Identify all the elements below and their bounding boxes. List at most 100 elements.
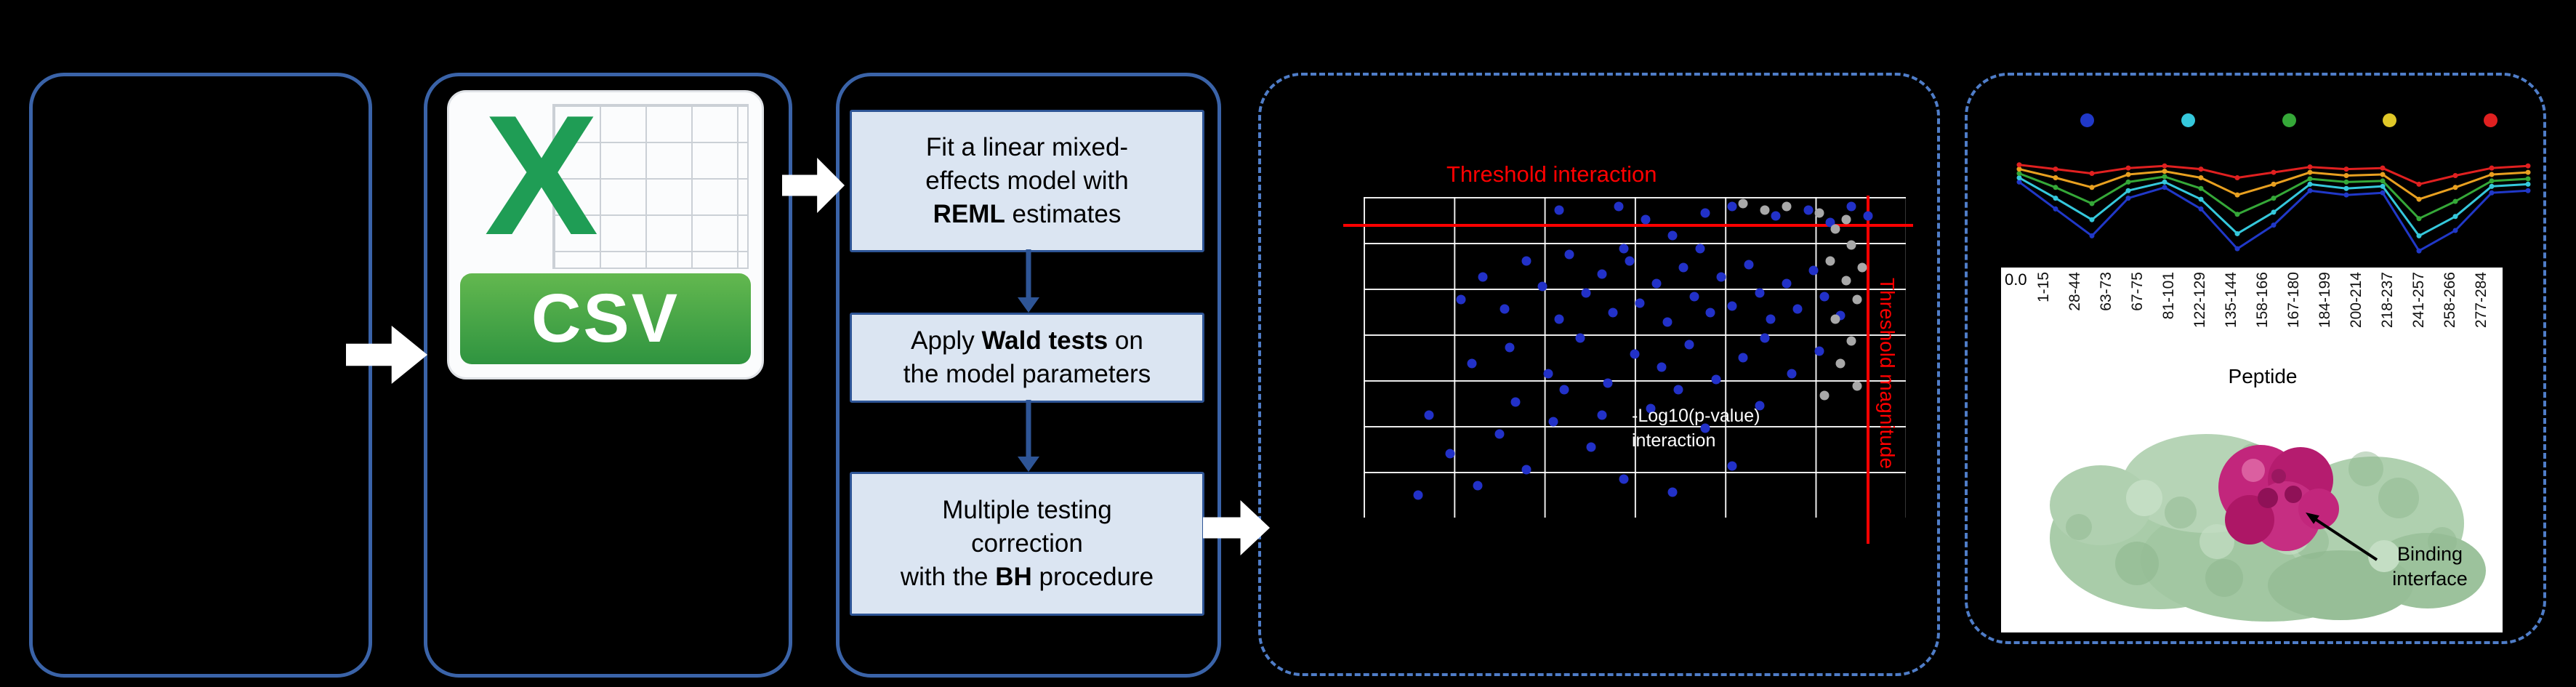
scatter-point-significant-peptides: [1521, 465, 1531, 475]
peptide-tick-label: 277-284: [2473, 272, 2490, 329]
uptake-point: [2162, 169, 2168, 174]
threshold-line-vertical: [1867, 196, 1870, 544]
scatter-point-significant-peptides: [1478, 272, 1488, 282]
scatter-point-significant-peptides: [1755, 288, 1765, 298]
input-panel: [29, 73, 372, 678]
scatter-point-significant-peptides: [1614, 201, 1624, 212]
scatter-point-significant-peptides: [1456, 294, 1466, 305]
uptake-point: [2307, 188, 2313, 193]
scatter-point-significant-peptides: [1424, 410, 1434, 420]
binding-interface-region: [2218, 445, 2339, 551]
arrow-head: [1018, 297, 1039, 313]
uptake-point: [2452, 228, 2458, 233]
scatter-point-non-significant-peptides: [1852, 294, 1862, 305]
scatter-point-significant-peptides: [1505, 342, 1515, 353]
uptake-point: [2343, 166, 2349, 172]
scatter-point-non-significant-peptides: [1841, 214, 1851, 225]
threshold-line-horizontal: [1343, 224, 1913, 228]
uptake-point: [2016, 171, 2022, 177]
uptake-point: [2162, 163, 2168, 169]
scatter-inner-label-line: -Log10(p-value): [1632, 406, 1760, 426]
scatter-point-significant-peptides: [1554, 314, 1564, 324]
timepoint-legend: [2080, 113, 2497, 127]
uptake-point: [2416, 196, 2422, 202]
uptake-point: [2307, 176, 2313, 182]
peptide-tick-label: 1-15: [2034, 272, 2052, 303]
step-text-line: the model parameters: [903, 360, 1151, 388]
scatter-point-significant-peptides: [1564, 249, 1574, 260]
scatter-point-significant-peptides: [1548, 417, 1558, 427]
uptake-point: [2380, 178, 2386, 184]
step-text-line: REML estimates: [933, 200, 1122, 229]
binding-interface-arrow: [2314, 518, 2378, 561]
scatter-point-significant-peptides: [1625, 256, 1635, 266]
scatter-point-significant-peptides: [1792, 304, 1803, 314]
scatter-point-significant-peptides: [1667, 487, 1678, 497]
scatter-point-significant-peptides: [1744, 260, 1754, 270]
caption-line: Binding: [2396, 543, 2463, 565]
scatter-point-non-significant-peptides: [1835, 358, 1846, 369]
peptide-tick-label: 167-180: [2285, 272, 2303, 329]
peptide-tick-label: 200-214: [2348, 272, 2365, 329]
uptake-point: [2053, 174, 2058, 180]
peptide-tick: 184-199: [2310, 272, 2341, 359]
peptide-tick-label: 67-75: [2128, 272, 2146, 311]
uptake-point: [2489, 190, 2495, 196]
uptake-point: [2380, 190, 2386, 196]
uptake-point: [2162, 174, 2168, 180]
scatter-point-significant-peptides: [1695, 244, 1705, 254]
scatter-point-non-significant-peptides: [1852, 381, 1862, 391]
scatter-point-significant-peptides: [1543, 369, 1553, 379]
uptake-point: [2525, 181, 2531, 187]
scatter-point-significant-peptides: [1819, 292, 1830, 302]
arrow-shaft: [1026, 400, 1031, 457]
scatter-inner-label-line: interaction: [1632, 430, 1716, 451]
peptide-tick-label: 158-166: [2253, 272, 2271, 329]
scatter-point-significant-peptides: [1846, 201, 1856, 212]
scatter-point-non-significant-peptides: [1760, 205, 1770, 215]
scatter-point-significant-peptides: [1586, 442, 1596, 452]
scatter-point-non-significant-peptides: [1830, 224, 1840, 234]
scatter-point-significant-peptides: [1711, 374, 1721, 385]
peptide-tick-label: 122-129: [2191, 272, 2208, 329]
step-text-line: Fit a linear mixed-: [925, 132, 1129, 161]
uptake-point: [2380, 172, 2386, 177]
scatter-point-significant-peptides: [1575, 333, 1585, 343]
scatter-point-non-significant-peptides: [1738, 198, 1748, 209]
uptake-point: [2307, 181, 2313, 187]
uptake-point: [2416, 233, 2422, 238]
scatter-point-non-significant-peptides: [1846, 336, 1856, 346]
scatter-point-significant-peptides: [1597, 269, 1607, 279]
uptake-point: [2525, 169, 2531, 175]
uptake-point: [2525, 163, 2531, 169]
peptide-tick-label: 81-101: [2160, 272, 2177, 320]
uptake-point: [2452, 173, 2458, 179]
scatter-point-significant-peptides: [1808, 265, 1819, 276]
scatter-plot: [1343, 196, 1913, 544]
excel-x-icon: X: [484, 90, 599, 271]
peptide-tick: 277-284: [2466, 272, 2497, 359]
scatter-point-significant-peptides: [1619, 474, 1629, 484]
uptake-point: [2343, 173, 2349, 179]
y-axis-tick-label: 0.0: [2005, 270, 2027, 289]
uptake-point: [2234, 192, 2240, 198]
uptake-point: [2125, 172, 2131, 177]
scatter-point-significant-peptides: [1630, 349, 1640, 359]
scatter-point-significant-peptides: [1662, 317, 1673, 327]
spreadsheet-grid-icon: [552, 103, 749, 270]
uptake-point: [2053, 196, 2058, 201]
peptide-tick: 241-257: [2404, 272, 2435, 359]
uptake-point: [2053, 206, 2058, 212]
uptake-point: [2016, 166, 2022, 172]
uptake-point: [2089, 233, 2095, 238]
uptake-point: [2125, 188, 2131, 193]
step-text-line: effects model with: [925, 166, 1129, 195]
scatter-point-significant-peptides: [1727, 461, 1737, 471]
uptake-point: [2198, 174, 2204, 180]
timepoint-dot-icon: [2282, 113, 2296, 127]
timepoint-dot-icon: [2383, 113, 2397, 127]
peptide-tick-label: 28-44: [2066, 272, 2083, 311]
scatter-point-non-significant-peptides: [1830, 314, 1840, 324]
